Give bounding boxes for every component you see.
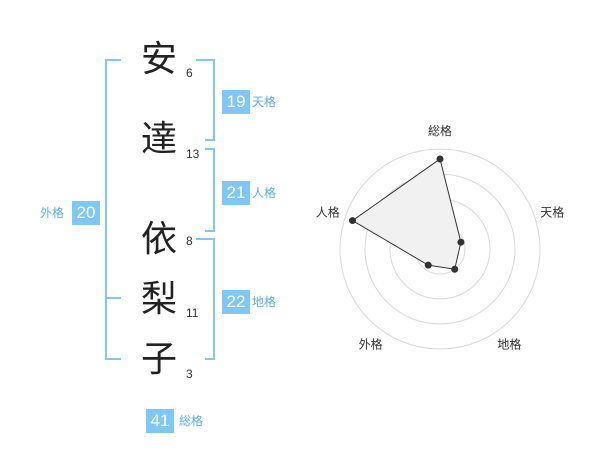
soukaku-value: 41: [146, 409, 174, 433]
radar-axis-label: 総格: [428, 123, 452, 138]
radar-ring: [339, 148, 541, 350]
radar-point: [436, 155, 444, 163]
tenkaku-value: 19: [222, 90, 250, 114]
radar-axis-label: 地格: [497, 336, 521, 351]
tenkaku-label: 天格: [252, 95, 277, 109]
bracket-line: [205, 148, 215, 232]
name-character: 子: [141, 339, 178, 380]
radar-axis-label: 人格: [316, 205, 340, 220]
soukaku-label: 総格: [179, 414, 204, 428]
name-character: 梨: [141, 279, 178, 320]
stroke-count: 3: [186, 367, 193, 381]
radar-axis-label: 天格: [540, 205, 564, 220]
bracket-line: [105, 59, 121, 360]
radar-point: [451, 265, 459, 273]
chikaku-label: 地格: [252, 295, 277, 309]
stroke-count: 6: [186, 66, 193, 80]
stroke-count: 8: [186, 234, 193, 248]
bracket-line: [196, 59, 215, 141]
name-character: 達: [141, 119, 178, 160]
gaikaku-label: 外格: [40, 206, 65, 220]
gaikaku-value: 20: [72, 201, 100, 225]
stroke-count: 13: [186, 147, 200, 161]
chikaku-value: 22: [222, 290, 250, 314]
radar-point: [457, 238, 465, 246]
radar-point: [424, 261, 432, 269]
radar-point: [349, 217, 357, 225]
bracket-line: [196, 238, 215, 360]
radar-series-polygon: [351, 158, 462, 270]
radar-axis-label: 外格: [359, 336, 383, 351]
stroke-count: 11: [186, 306, 199, 320]
name-character: 安: [141, 39, 178, 80]
name-character: 依: [141, 219, 178, 260]
jinkaku-label: 人格: [252, 186, 277, 200]
jinkaku-value: 21: [222, 181, 250, 205]
